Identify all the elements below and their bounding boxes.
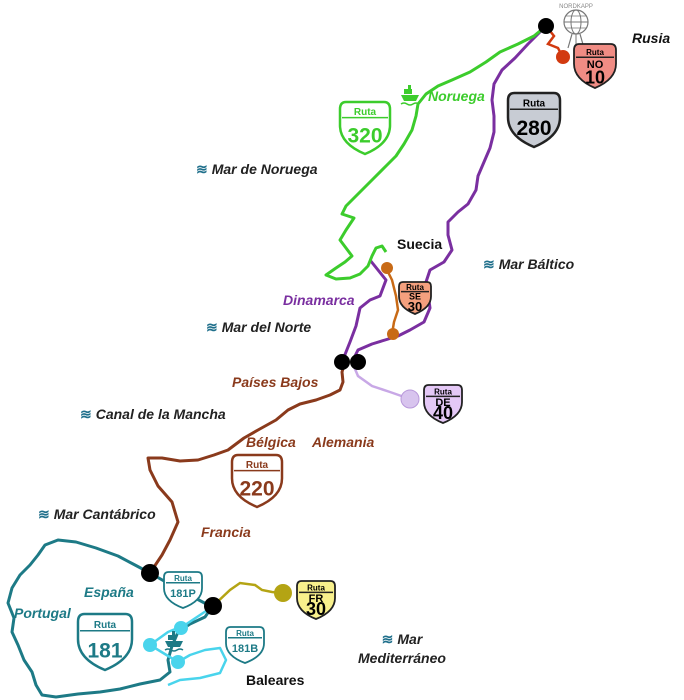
- node-fr30-end: [274, 584, 292, 602]
- shield-ruta-label: Ruta: [586, 48, 604, 57]
- shield-number: 181B: [232, 643, 258, 655]
- node-baleares-1: [174, 621, 188, 635]
- shield-number: 10: [585, 68, 605, 88]
- route-de40: [350, 361, 411, 401]
- globe-monument-icon: [563, 9, 589, 49]
- label-portugal: Portugal: [14, 605, 71, 621]
- sea-name: Mar Cantábrico: [53, 506, 156, 522]
- shield-ruta-label: Ruta: [354, 107, 377, 118]
- route-280-ferry: [340, 24, 548, 363]
- label-alemania: Alemania: [312, 434, 375, 450]
- shield-ruta-181b: Ruta 181B: [225, 626, 265, 664]
- ship-icon: [400, 85, 420, 106]
- nordkapp-label: NORDKAPP: [559, 4, 593, 10]
- route-no10: [545, 25, 564, 57]
- shield-prefix: SE: [409, 292, 421, 302]
- label-paises-bajos: Países Bajos: [232, 374, 319, 390]
- shield-ruta-label: Ruta: [246, 460, 269, 471]
- label-noruega: Noruega: [428, 88, 485, 104]
- sea-name-line2: Mediterráneo: [358, 650, 446, 666]
- ship-icon: [164, 631, 184, 652]
- shield-ruta-label: Ruta: [174, 574, 192, 583]
- node-denmark-2: [350, 354, 366, 370]
- wave-icon: ≋: [196, 161, 208, 177]
- sea-name: Mar: [397, 631, 423, 647]
- node-no10-end: [556, 50, 570, 64]
- shield-ruta-220: Ruta 220: [230, 453, 284, 509]
- label-belgica: Bélgica: [246, 434, 296, 450]
- label-baleares: Baleares: [246, 672, 305, 688]
- shield-number: 280: [516, 117, 551, 140]
- wave-icon: ≋: [38, 506, 50, 522]
- sea-name: Mar de Noruega: [211, 161, 318, 177]
- node-se30-end: [387, 328, 399, 340]
- shield-number: 181P: [170, 588, 196, 600]
- node-barcelona: [204, 597, 222, 615]
- sea-name: Canal de la Mancha: [95, 406, 226, 422]
- route-fr30: [211, 581, 283, 608]
- sea-mar-cantabrico: ≋Mar Cantábrico: [38, 506, 156, 523]
- shield-ruta-label: Ruta: [523, 99, 546, 110]
- node-de40-end: [400, 389, 420, 409]
- shield-ruta-label: Ruta: [94, 620, 117, 631]
- wave-icon: ≋: [381, 631, 394, 647]
- route-320-norway: [324, 24, 547, 281]
- shield-ruta-320: Ruta 320: [338, 100, 392, 156]
- sea-mar-del-norte: ≋Mar del Norte: [206, 319, 311, 336]
- shield-prefix: DE: [435, 397, 450, 409]
- shield-ruta-181p: Ruta 181P: [163, 571, 203, 609]
- shield-ruta-label: Ruta: [406, 283, 424, 292]
- node-irun: [141, 564, 159, 582]
- sea-name: Mar Báltico: [498, 256, 575, 272]
- label-dinamarca: Dinamarca: [283, 292, 355, 308]
- node-baleares-3: [171, 655, 185, 669]
- sea-canal-de-la-mancha: ≋Canal de la Mancha: [80, 406, 226, 423]
- wave-icon: ≋: [80, 406, 92, 422]
- label-espana: España: [84, 584, 134, 600]
- route-220-central: [146, 361, 347, 574]
- shield-ruta-label: Ruta: [236, 629, 254, 638]
- shield-ruta-label: Ruta: [434, 388, 452, 397]
- shield-number: 30: [408, 299, 422, 314]
- shield-prefix: NO: [587, 59, 604, 71]
- shield-ruta-181: Ruta 181: [76, 612, 134, 672]
- shield-prefix: FR: [309, 593, 324, 605]
- node-baleares-2: [143, 638, 157, 652]
- node-denmark-1: [334, 354, 350, 370]
- wave-icon: ≋: [206, 319, 218, 335]
- label-suecia: Suecia: [397, 236, 443, 252]
- shield-number: 30: [306, 599, 326, 619]
- shield-number: 40: [433, 403, 453, 423]
- shield-number: 220: [239, 478, 274, 501]
- sea-mar-baltico: ≋Mar Báltico: [483, 256, 574, 273]
- label-francia: Francia: [201, 524, 251, 540]
- route-se30: [384, 267, 400, 335]
- shield-number: 181: [87, 640, 122, 663]
- shield-number: 320: [347, 125, 382, 148]
- sea-mar-de-noruega: ≋Mar de Noruega: [196, 161, 318, 178]
- shield-ruta-label: Ruta: [307, 584, 325, 593]
- node-se30-start: [381, 262, 393, 274]
- shield-ruta-280: Ruta 280: [506, 91, 562, 149]
- wave-icon: ≋: [483, 256, 495, 272]
- label-rusia: Rusia: [632, 30, 671, 46]
- sea-mar-mediterraneo: ≋Mar Mediterráneo: [358, 630, 446, 668]
- sea-name: Mar del Norte: [221, 319, 312, 335]
- route-181-iberia: [6, 538, 214, 699]
- node-nordkapp: [538, 18, 554, 34]
- route-181b-baleares: [148, 605, 228, 687]
